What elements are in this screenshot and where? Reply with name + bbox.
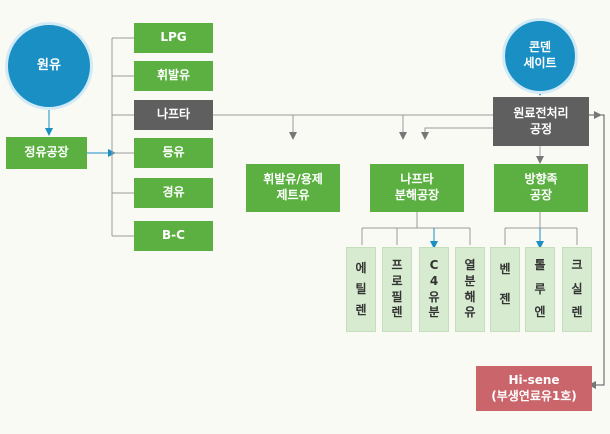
hisene-label-1: Hi-sene bbox=[508, 372, 560, 387]
output-char: 열 bbox=[464, 258, 476, 273]
output-char: 유 bbox=[464, 305, 476, 320]
refinery-label: 정유공장 bbox=[24, 145, 69, 160]
naphtha-cracking-label-1: 나프타 bbox=[400, 172, 434, 187]
product-bc-label: B-C bbox=[162, 228, 185, 243]
product-lpg: LPG bbox=[134, 23, 213, 53]
output-char: 실 bbox=[571, 281, 583, 296]
condensate-label-1: 콘덴 bbox=[528, 40, 552, 55]
output-char: 렌 bbox=[355, 302, 367, 317]
product-kerosene: 등유 bbox=[134, 138, 213, 168]
hisene-label-2: (부생연료유1호) bbox=[491, 388, 577, 403]
naphtha-cracking-node: 나프타 분해공장 bbox=[370, 164, 464, 212]
gasoline-solvent-label-1: 휘발유/용제 bbox=[263, 172, 323, 187]
output-xylene: 크 실 렌 bbox=[562, 247, 592, 332]
output-benzene: 벤 젠 bbox=[490, 247, 520, 332]
product-diesel-label: 경유 bbox=[162, 185, 185, 200]
refinery-node: 정유공장 bbox=[6, 137, 87, 169]
output-ethylene: 에 틸 렌 bbox=[346, 247, 376, 332]
output-propylene: 프 로 필 렌 bbox=[382, 247, 412, 332]
output-char: 유 bbox=[428, 289, 440, 304]
output-char: 크 bbox=[571, 258, 583, 272]
product-naphtha: 나프타 bbox=[134, 100, 213, 130]
output-char: 4 bbox=[429, 273, 439, 288]
output-char: 틸 bbox=[355, 281, 367, 296]
output-char: 렌 bbox=[571, 305, 583, 320]
product-bc: B-C bbox=[134, 221, 213, 251]
output-char: 루 bbox=[534, 281, 546, 296]
output-char: 엔 bbox=[534, 305, 546, 320]
output-char: 톨 bbox=[534, 258, 546, 272]
product-diesel: 경유 bbox=[134, 178, 213, 208]
output-char: 에 bbox=[355, 260, 367, 275]
product-gasoline: 휘발유 bbox=[134, 61, 213, 91]
output-char: 젠 bbox=[499, 291, 511, 306]
product-naphtha-label: 나프타 bbox=[156, 107, 191, 122]
product-gasoline-label: 휘발유 bbox=[156, 68, 191, 83]
arrow-pretreat-cracking bbox=[421, 127, 493, 140]
aromatics-node: 방향족 공장 bbox=[494, 164, 588, 212]
output-c4: C 4 유 분 bbox=[419, 247, 449, 332]
product-kerosene-label: 등유 bbox=[162, 145, 185, 160]
aromatics-label-2: 공장 bbox=[529, 188, 553, 202]
naphtha-cracking-label-2: 분해공장 bbox=[394, 188, 440, 202]
crude-oil-label: 원유 bbox=[37, 57, 61, 73]
output-char: 렌 bbox=[391, 305, 403, 320]
output-char: 분 bbox=[428, 305, 440, 320]
condensate-node: 콘덴 세이트 bbox=[502, 18, 578, 94]
pretreatment-label-2: 공정 bbox=[529, 121, 553, 136]
hisene-node: Hi-sene (부생연료유1호) bbox=[476, 366, 592, 411]
output-char: 로 bbox=[391, 273, 403, 288]
output-char: C bbox=[429, 258, 439, 273]
condensate-label-2: 세이트 bbox=[523, 56, 557, 70]
output-char: 프 bbox=[391, 258, 403, 273]
output-char: 분 bbox=[464, 273, 476, 288]
output-pyrolysis-oil: 열 분 해 유 bbox=[455, 247, 485, 332]
crude-oil-node: 원유 bbox=[5, 22, 93, 110]
output-char: 벤 bbox=[499, 262, 511, 276]
output-char: 해 bbox=[464, 289, 476, 304]
gasoline-solvent-node: 휘발유/용제 제트유 bbox=[246, 164, 340, 212]
gasoline-solvent-label-2: 제트유 bbox=[276, 188, 310, 202]
pretreatment-label-1: 원료전처리 bbox=[513, 105, 569, 120]
aromatics-label-1: 방향족 bbox=[524, 172, 558, 187]
output-char: 필 bbox=[391, 289, 403, 304]
product-lpg-label: LPG bbox=[160, 30, 187, 45]
output-toluene: 톨 루 엔 bbox=[525, 247, 555, 332]
pretreatment-node: 원료전처리 공정 bbox=[493, 97, 589, 146]
